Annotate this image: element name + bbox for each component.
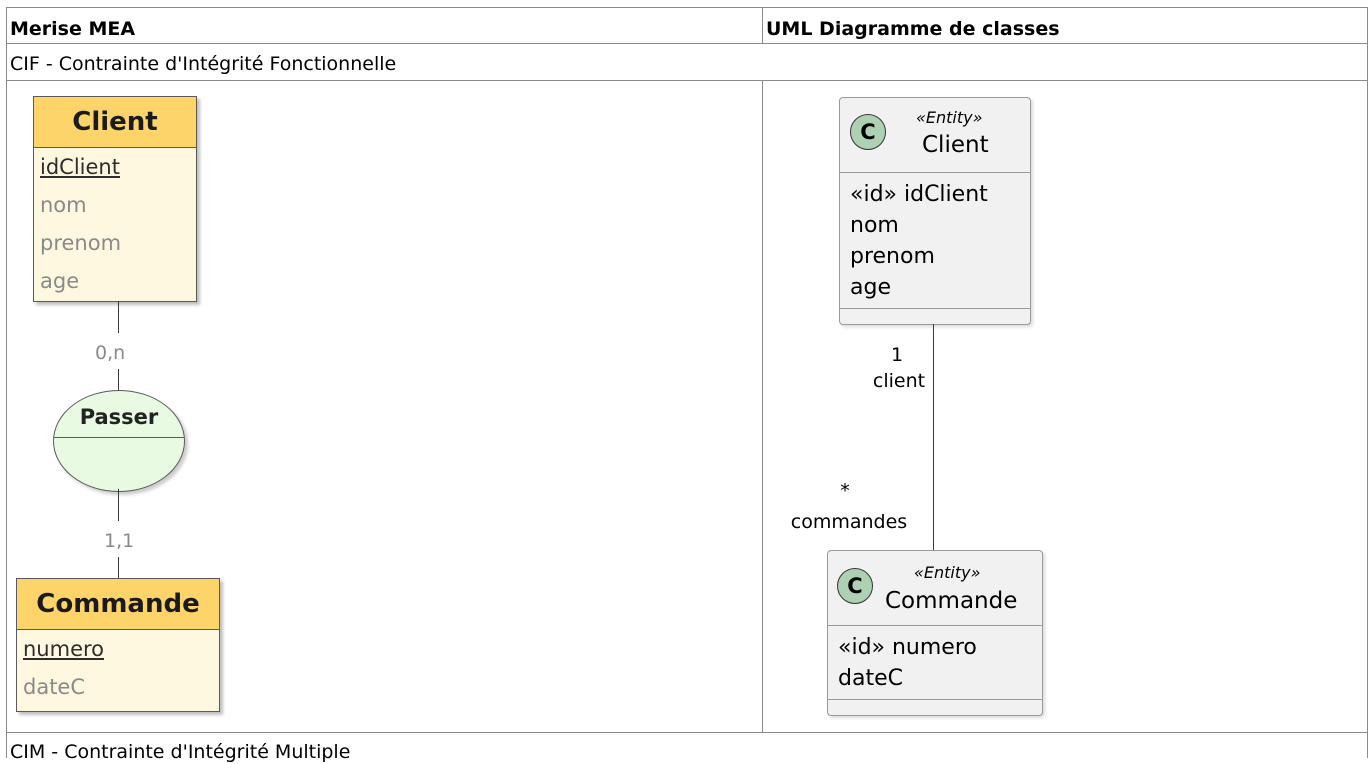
relationship-line [118,489,119,521]
role-commandes: commandes [790,511,908,533]
merise-entity-commande: Commande numero dateC [16,578,220,712]
entity-name: Client [34,97,196,148]
class-operations-divider [840,308,1030,309]
row-title-cim: CIM - Contrainte d'Intégrité Multiple [10,741,351,763]
class-header: C «Entity» Commande [828,551,1042,626]
class-c-icon: C [837,568,873,604]
class-attribute: age [850,275,891,300]
uml-class-commande: C «Entity» Commande «id» numero dateC [827,550,1043,716]
relationship-line [118,301,119,333]
table-border-top [6,7,1368,8]
row-divider [6,732,1368,733]
class-attribute: nom [850,213,899,238]
row-divider [6,80,1368,81]
merise-entity-client: Client idClient nom prenom age [33,96,197,302]
association-name: Passer [79,405,159,429]
column-divider [762,7,763,44]
entity-name: Commande [17,579,219,630]
class-attributes: «id» numero dateC [828,626,1042,694]
header-uml: UML Diagramme de classes [766,18,1060,40]
association-line [933,324,934,550]
relationship-line [118,557,119,579]
row-divider [6,43,1368,44]
class-name: Commande [885,588,1018,614]
entity-key-attribute: idClient [40,155,120,179]
class-attribute: «id» numero [838,635,977,660]
comparison-table: Merise MEA UML Diagramme de classes CIF … [6,0,1368,763]
uml-class-client: C «Entity» Client «id» idClient nom pren… [839,97,1031,325]
class-attributes: «id» idClient nom prenom age [840,173,1030,303]
entity-key-attribute: numero [23,637,105,661]
class-stereotype: «Entity» [916,108,983,127]
association-divider [54,437,184,438]
class-attribute: «id» idClient [850,182,988,207]
class-attribute: dateC [838,666,903,691]
class-operations-divider [828,699,1042,700]
multiplicity-client: 1 [890,344,904,366]
merise-association-passer: Passer [53,390,185,492]
class-c-icon: C [850,114,886,150]
class-stereotype: «Entity» [914,563,981,582]
entity-attribute: nom [40,193,87,217]
class-attribute: prenom [850,244,935,269]
cardinality-commande: 1,1 [104,530,135,552]
entity-attribute: prenom [40,231,122,255]
row-title-cif: CIF - Contrainte d'Intégrité Fonctionnel… [10,53,397,75]
class-name: Client [922,132,989,158]
cardinality-client: 0,n [95,342,126,364]
class-header: C «Entity» Client [840,98,1030,173]
entity-attribute: dateC [23,675,86,699]
relationship-line [118,369,119,391]
column-divider [762,80,763,732]
multiplicity-commandes: * [840,480,850,502]
entity-attribute: age [40,269,80,293]
header-merise: Merise MEA [10,18,136,40]
role-client: client [872,370,926,392]
table-border-left [6,7,7,758]
